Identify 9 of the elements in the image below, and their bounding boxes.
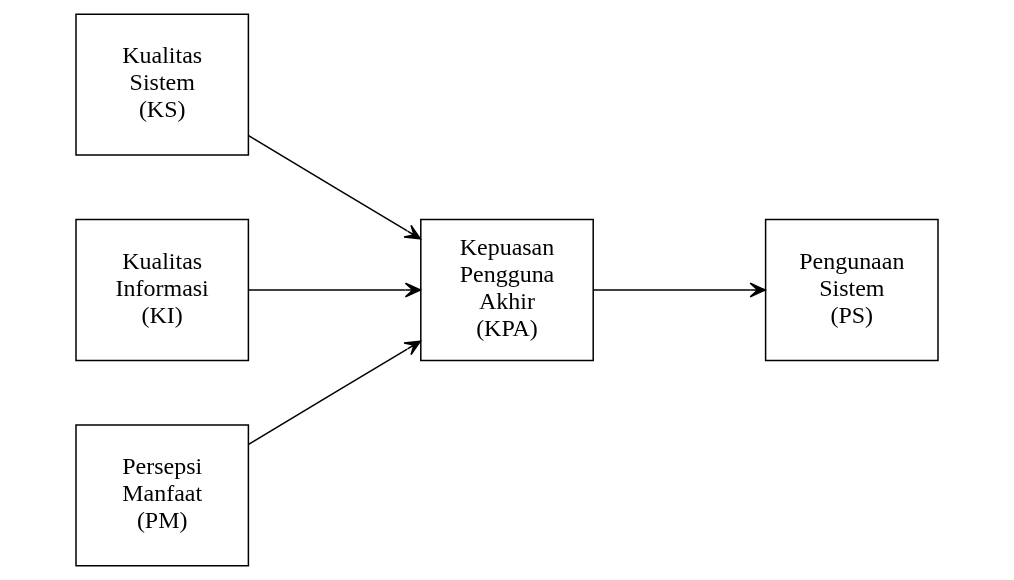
arrow bbox=[247, 282, 422, 298]
arrow bbox=[247, 340, 422, 446]
arrow bbox=[247, 134, 422, 240]
node-box: Persepsi Manfaat (PM) bbox=[75, 424, 250, 567]
arrow bbox=[592, 282, 766, 298]
node-box: Kualitas Informasi (KI) bbox=[75, 218, 250, 362]
node-box: Kepuasan Pengguna Akhir (KPA) bbox=[420, 218, 594, 362]
node-box: Pengunaan Sistem (PS) bbox=[764, 218, 939, 362]
node-box: Kualitas Sistem (KS) bbox=[75, 13, 250, 156]
